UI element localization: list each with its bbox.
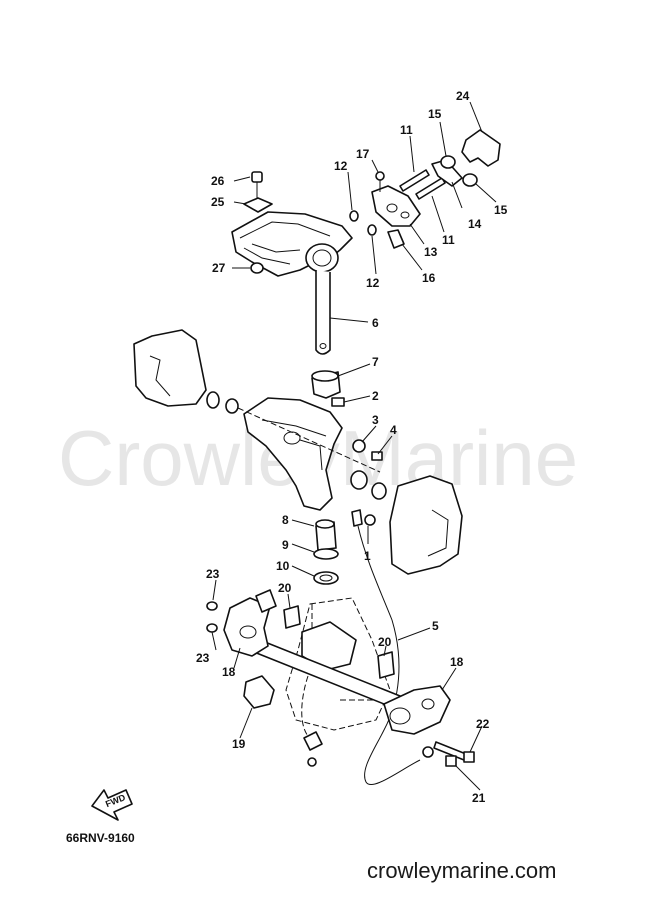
callout-23: 23: [206, 567, 220, 581]
pin-11b: [415, 177, 446, 200]
callout-22: 22: [476, 717, 490, 731]
callout-21: 21: [472, 791, 486, 805]
nut-27: [250, 262, 264, 274]
washer-12a: [349, 210, 359, 222]
callout-12: 12: [366, 276, 380, 290]
bolt-4: [371, 451, 383, 461]
bushing-7: [311, 370, 341, 399]
grip-19: [243, 675, 275, 709]
screw-23a: [206, 601, 218, 611]
callout-13: 13: [424, 245, 438, 259]
callout-23: 23: [196, 651, 210, 665]
diagram-code: 66RNV-9160: [66, 831, 135, 845]
callout-10: 10: [276, 559, 290, 573]
callout-26: 26: [211, 174, 225, 188]
cover-plate-left: [133, 329, 207, 407]
nut-15a: [440, 155, 456, 169]
bolt-21: [422, 746, 457, 767]
callout-17: 17: [356, 147, 370, 161]
bracket-18-right: [383, 685, 451, 735]
screw-23b: [206, 623, 218, 633]
callout-16: 16: [422, 271, 436, 285]
callout-7: 7: [372, 355, 379, 369]
bracket-18-left: [223, 589, 277, 657]
callout-1: 1: [364, 549, 371, 563]
callout-20: 20: [378, 635, 392, 649]
site-url: crowleymarine.com: [367, 858, 557, 883]
callout-20: 20: [278, 581, 292, 595]
washer-12b: [367, 224, 377, 236]
seal-10: [313, 571, 339, 585]
fitting-1: [351, 509, 376, 527]
callout-24: 24: [456, 89, 470, 103]
plate-2: [331, 397, 345, 407]
callout-5: 5: [432, 619, 439, 633]
clip-24: [461, 129, 501, 167]
block-20a: [283, 605, 301, 629]
bushing-8: [315, 519, 337, 551]
fwd-arrow-icon: FWD: [91, 789, 133, 821]
callout-12: 12: [334, 159, 348, 173]
callout-27: 27: [212, 261, 226, 275]
fitting-bottom: [303, 731, 323, 767]
callout-18: 18: [450, 655, 464, 669]
screw-17: [375, 171, 385, 192]
callout-8: 8: [282, 513, 289, 527]
callout-15: 15: [428, 107, 442, 121]
callout-6: 6: [372, 316, 379, 330]
oring-9: [313, 548, 339, 560]
pin-11a: [399, 169, 430, 192]
leader-lines: [211, 101, 497, 791]
callout-9: 9: [282, 538, 289, 552]
callout-14: 14: [468, 217, 482, 231]
spring-assembly: [350, 470, 387, 500]
bracket-13: [371, 185, 421, 227]
callout-25: 25: [211, 195, 225, 209]
nut-3: [352, 439, 366, 453]
grommet-16: [387, 229, 405, 249]
block-20b: [377, 651, 395, 679]
callout-4: 4: [390, 423, 397, 437]
swivel-bracket-upper: [231, 211, 353, 355]
callout-18: 18: [222, 665, 236, 679]
nut-15b: [462, 173, 478, 187]
callout-3: 3: [372, 413, 379, 427]
callout-2: 2: [372, 389, 379, 403]
bushing-left: [225, 398, 239, 414]
lower-unit-ghost: [285, 597, 391, 731]
callout-15: 15: [494, 203, 508, 217]
callouts: 24 15 11 17 12 26 25 14 15 11 13 16 12 2…: [196, 89, 508, 805]
washer-left: [206, 391, 220, 409]
callout-19: 19: [232, 737, 246, 751]
plate-25: [243, 197, 273, 213]
bolt-22: [433, 741, 475, 763]
cover-plate-right: [389, 475, 463, 575]
callout-11: 11: [442, 233, 455, 247]
callout-11: 11: [400, 123, 413, 137]
bolt-26: [251, 171, 263, 200]
